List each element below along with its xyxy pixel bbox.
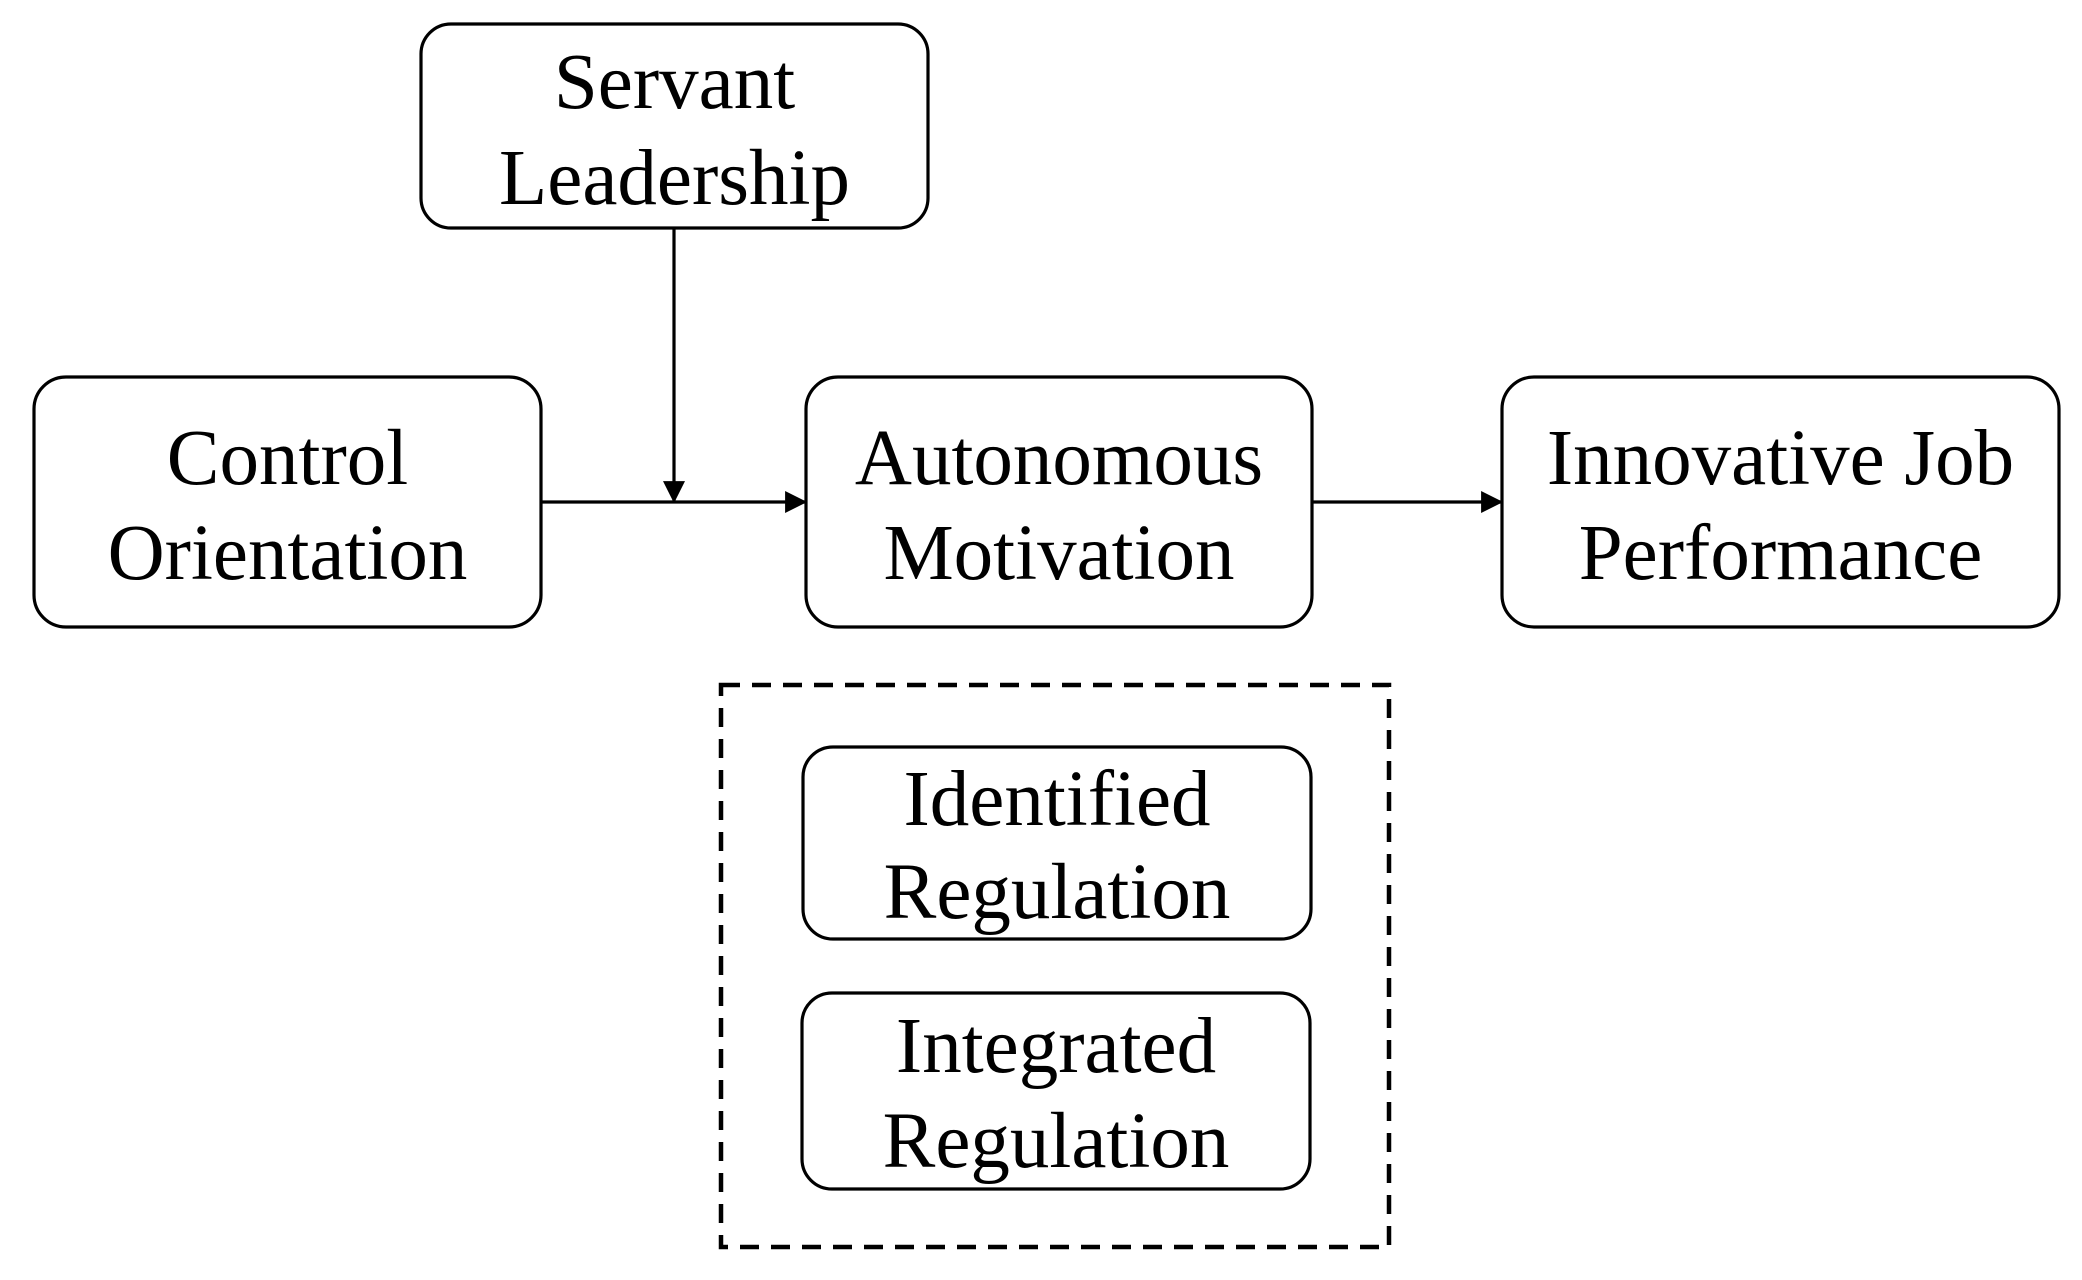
node-integrated-regulation: Integrated Regulation [800, 991, 1312, 1191]
node-label-line: Regulation [883, 1098, 1230, 1185]
node-innovative-job-performance: Innovative Job Performance [1500, 375, 2061, 629]
node-label-line: Motivation [883, 510, 1234, 597]
node-label-line: Autonomous [855, 415, 1263, 502]
node-label-line: Innovative Job [1547, 415, 2014, 502]
node-label-line: Integrated [896, 1003, 1216, 1090]
node-label-line: Regulation [884, 849, 1231, 936]
node-label-line: Servant [554, 39, 795, 126]
node-label-line: Leadership [499, 135, 850, 222]
node-label-line: Identified [903, 756, 1210, 843]
node-servant-leadership: Servant Leadership [419, 22, 930, 230]
node-label-line: Control [167, 415, 408, 502]
node-identified-regulation: Identified Regulation [801, 745, 1313, 941]
node-autonomous-motivation: Autonomous Motivation [804, 375, 1314, 629]
autonomous-motivation-dimensions-group [718, 682, 1392, 1250]
node-control-orientation: Control Orientation [32, 375, 543, 629]
node-label-line: Performance [1579, 510, 1983, 597]
node-label-line: Orientation [108, 510, 468, 597]
